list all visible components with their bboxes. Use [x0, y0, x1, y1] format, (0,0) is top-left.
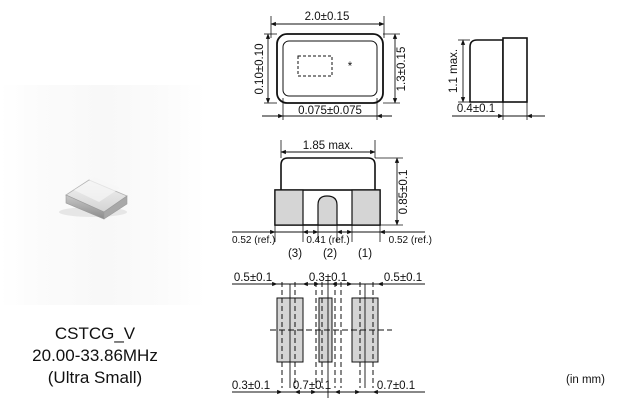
product-name: CSTCG_V	[54, 324, 136, 343]
land-bottom-center-label: 0.7±0.1	[293, 380, 331, 392]
top-view-bottom-label: 0.075±0.075	[298, 105, 362, 117]
front-view	[232, 140, 425, 242]
units-note: (in mm)	[566, 374, 605, 386]
front-view-center-ref-label: 0.41 (ref.)	[306, 235, 349, 246]
land-bottom-left-label: 0.3±0.1	[232, 380, 270, 392]
top-view	[262, 16, 400, 120]
side-view	[452, 37, 545, 120]
product-size-class: (Ultra Small)	[47, 368, 143, 387]
land-top-right-label: 0.5±0.1	[384, 272, 422, 284]
front-view-width-label: 1.85 max.	[303, 140, 354, 152]
land-top-center-label: 0.3±0.1	[309, 272, 347, 284]
product-photo	[59, 177, 128, 220]
top-view-height-label: 1.3±0.15	[396, 47, 408, 92]
pin-1-label: (1)	[358, 248, 372, 260]
top-view-left-label: 0.10±0.10	[254, 43, 266, 94]
marker-asterisk: *	[348, 61, 353, 73]
product-frequency: 20.00-33.86MHz	[32, 346, 158, 365]
front-view-height-label: 0.85±0.1	[398, 170, 410, 215]
land-pattern	[232, 278, 425, 398]
land-bottom-right-label: 0.7±0.1	[377, 380, 415, 392]
front-view-left-ref-label: 0.52 (ref.)	[232, 235, 275, 246]
front-view-right-ref-label: 0.52 (ref.)	[389, 235, 432, 246]
pin-2-label: (2)	[323, 248, 337, 260]
side-view-height-label: 1.1 max.	[448, 49, 460, 93]
top-view-width-label: 2.0±0.15	[305, 11, 350, 23]
pin-3-label: (3)	[288, 248, 302, 260]
side-view-lead-label: 0.4±0.1	[457, 103, 495, 115]
land-top-left-label: 0.5±0.1	[234, 272, 272, 284]
